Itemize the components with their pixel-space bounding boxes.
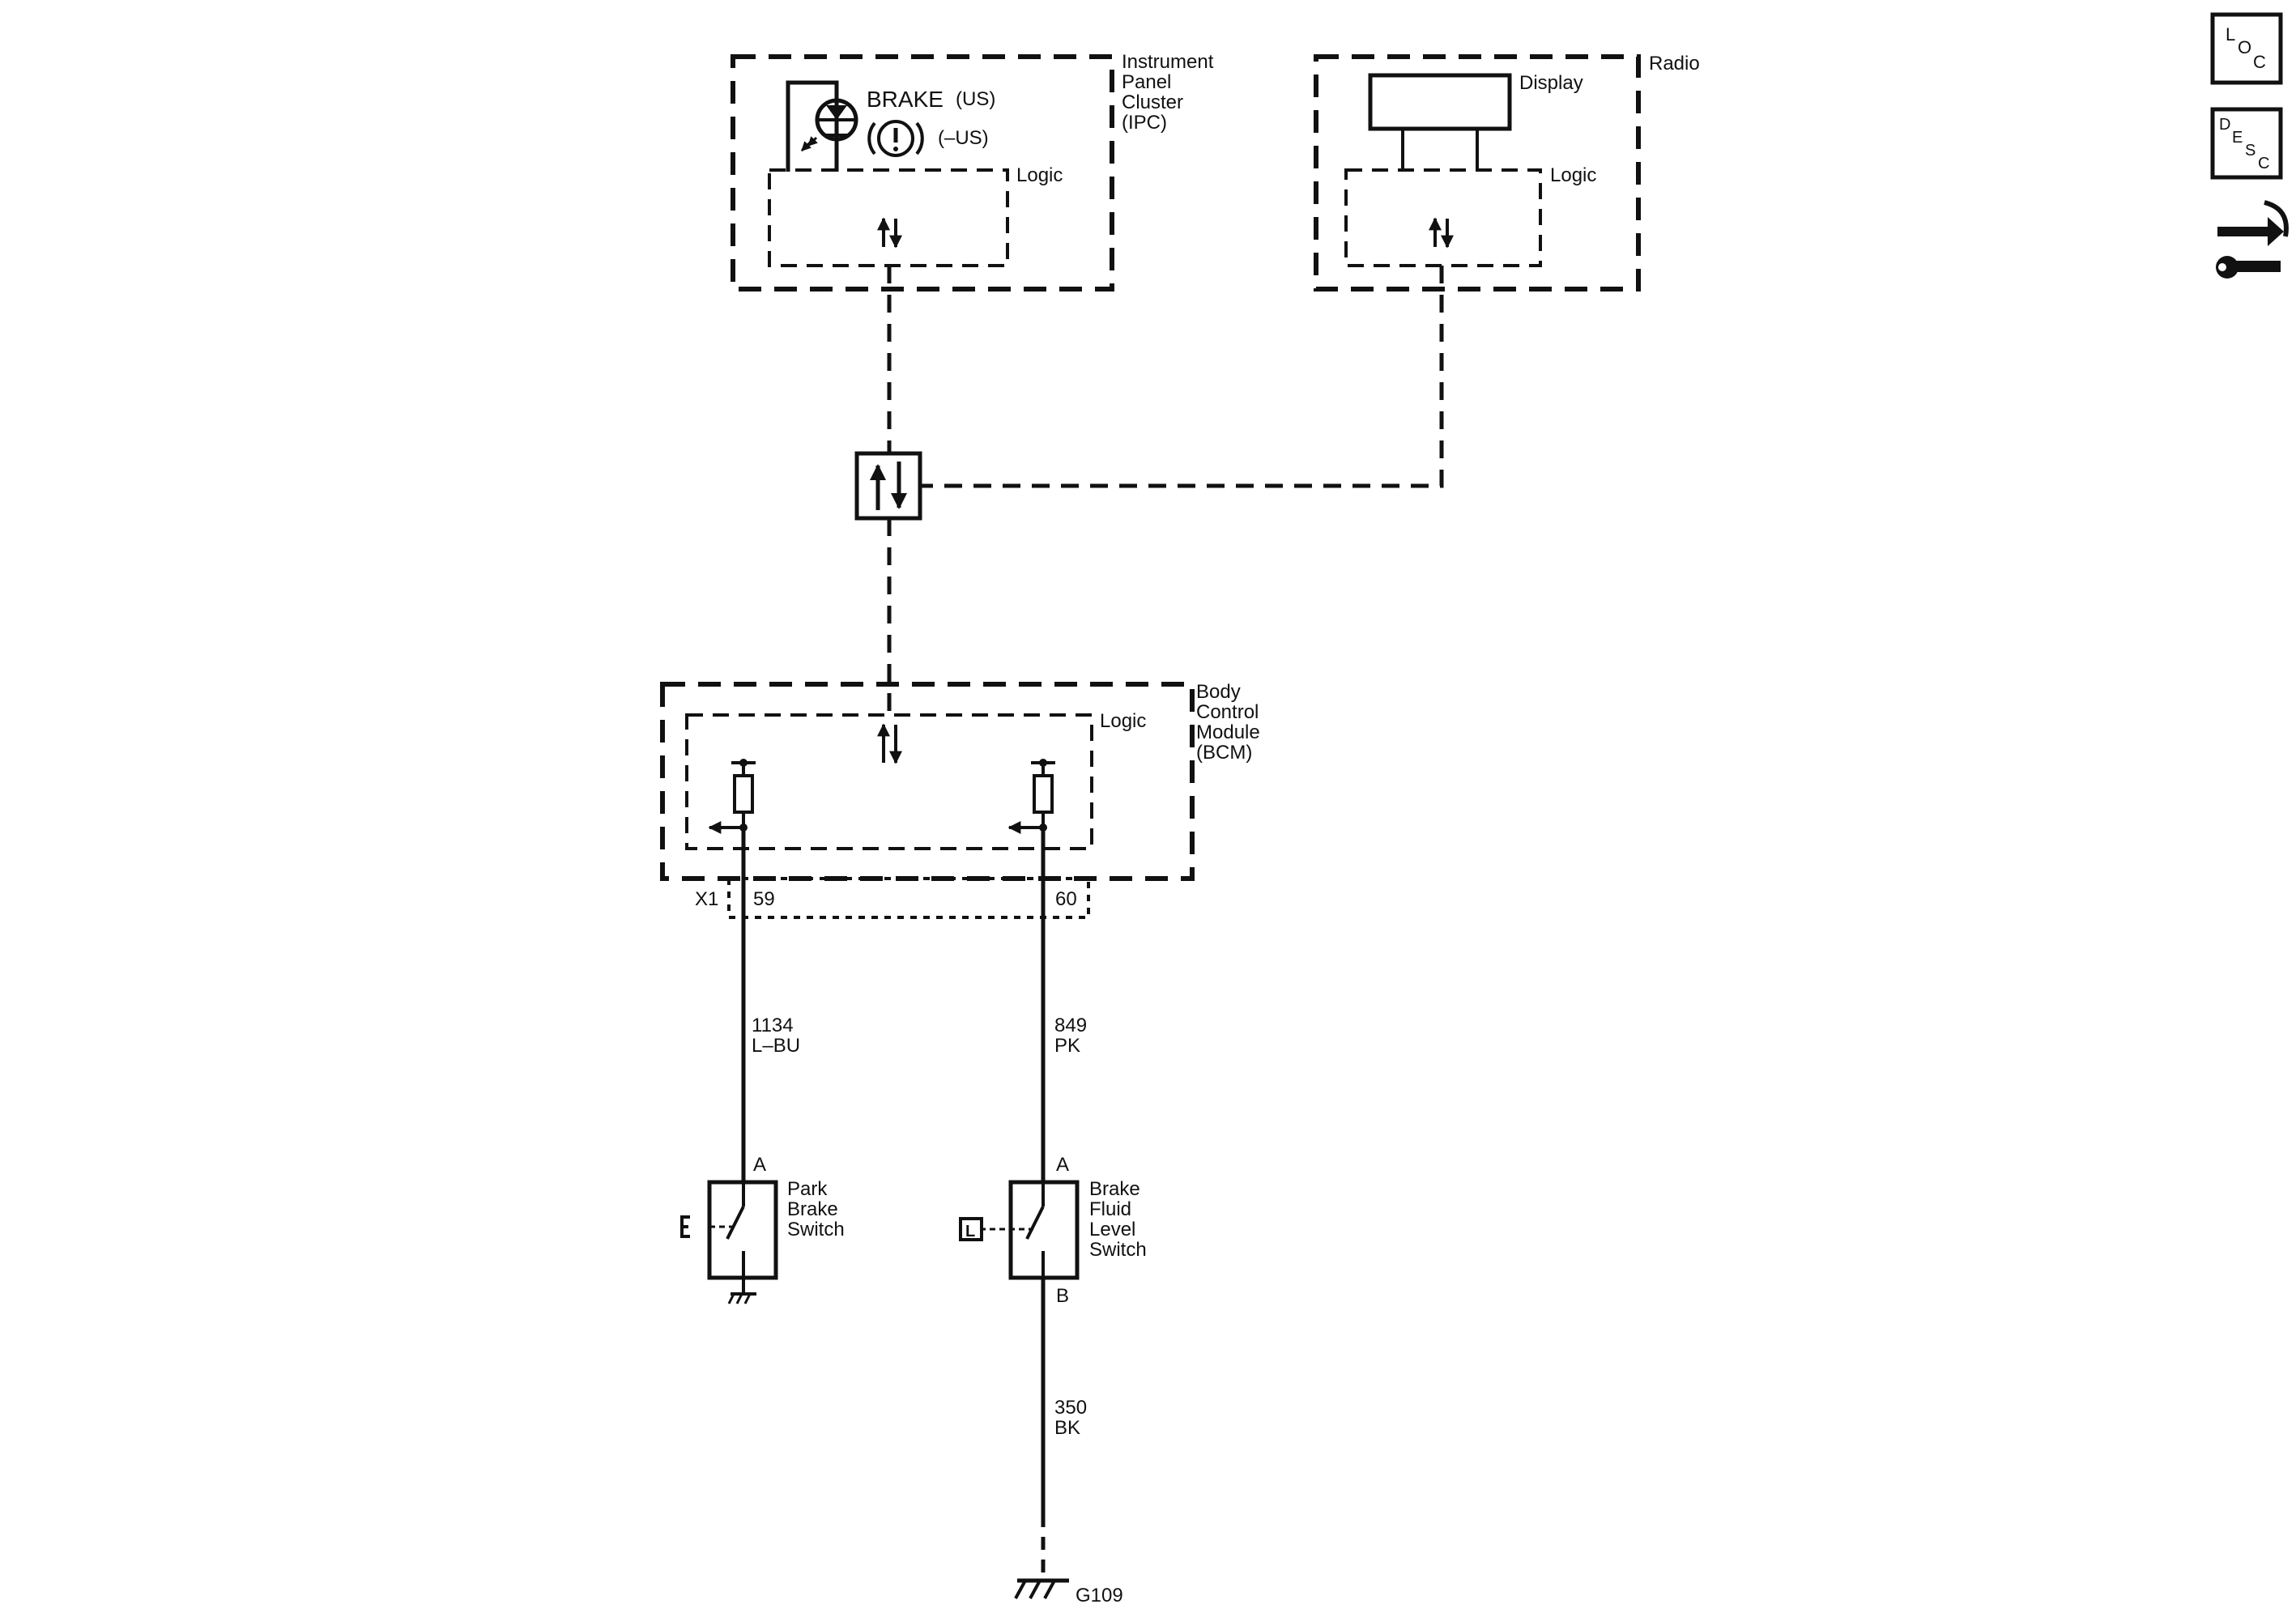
fluid-input-pullup-icon — [1007, 759, 1055, 834]
connector-x1-label: X1 — [695, 888, 718, 910]
fluid-switch-contact-icon — [980, 1182, 1045, 1278]
bcm-connector-x1 — [727, 877, 1090, 919]
desc-icon[interactable] — [2210, 107, 2283, 180]
ground-circuit-number: 350 — [1054, 1397, 1087, 1419]
park-brake-circuit: 1134 L–BU — [741, 828, 800, 1182]
park-switch-pin-a: A — [753, 1154, 766, 1176]
park-switch-contact-icon — [709, 1182, 745, 1278]
desc-icon-letter-c: C — [2258, 155, 2269, 172]
bcm-logic-label: Logic — [1100, 710, 1146, 732]
data-link-arrows-icon — [870, 462, 907, 510]
park-circuit-number: 1134 — [752, 1015, 794, 1036]
loc-icon-letter-c: C — [2253, 52, 2266, 72]
brake-warning-symbol-icon — [867, 120, 924, 157]
radio-module: Radio Display Logic — [1314, 53, 1700, 291]
serial-data-network — [854, 266, 1444, 713]
loc-icon-letter-o: O — [2238, 37, 2251, 57]
brake-lamp-icon — [786, 80, 858, 172]
radio-data-arrows-icon — [1429, 217, 1454, 249]
brake-fluid-level-switch: A L B Brake Fluid Level Switch — [959, 1154, 1147, 1307]
ground-g109-icon — [1014, 1578, 1069, 1599]
park-switch-actuator-icon — [680, 1215, 690, 1238]
radio-logic-label: Logic — [1550, 164, 1596, 186]
location-view-button[interactable]: L O C — [2210, 12, 2283, 85]
park-switch-case-ground-icon — [727, 1278, 756, 1304]
brake-lamp-label: BRAKE — [867, 87, 944, 112]
desc-icon-letter-e: E — [2232, 129, 2243, 147]
service-connector-icon[interactable] — [2216, 200, 2289, 279]
ground-g109-label: G109 — [1076, 1585, 1123, 1606]
fluid-circuit-number: 849 — [1054, 1015, 1087, 1036]
radio-display-label: Display — [1519, 72, 1583, 94]
fluid-switch-pin-b: B — [1056, 1285, 1069, 1307]
bcm-outline — [660, 682, 1195, 881]
ground-circuit: 350 BK G109 — [1014, 1278, 1123, 1606]
fluid-switch-label: Brake Fluid Level Switch — [1089, 1178, 1147, 1261]
radio-display — [1368, 73, 1512, 131]
bcm-label: Body Control Module (BCM) — [1196, 681, 1265, 764]
ground-circuit-color: BK — [1054, 1417, 1080, 1439]
ipc-data-arrows-icon — [877, 217, 902, 249]
radio-outline — [1314, 54, 1641, 291]
bcm-logic-box — [685, 713, 1093, 850]
loc-icon-letter-l: L — [2226, 24, 2235, 45]
pin-59-label: 59 — [753, 888, 775, 910]
brake-lamp-us-label: (US) — [956, 88, 995, 110]
bcm-data-arrows-icon — [877, 723, 902, 764]
radio-logic-box — [1344, 168, 1542, 267]
description-view-button[interactable]: D E S C — [2210, 107, 2283, 180]
loc-icon[interactable] — [2210, 12, 2283, 85]
pin-60-label: 60 — [1055, 888, 1077, 910]
ipc-module: Instrument Panel Cluster (IPC) BRAKE (US… — [731, 51, 1219, 291]
fluid-circuit-color: PK — [1054, 1035, 1080, 1057]
fluid-switch-marker-letter: L — [965, 1223, 975, 1240]
data-link-box — [854, 451, 922, 521]
fluid-switch-level-marker-icon: L — [959, 1217, 983, 1241]
fluid-level-circuit: 849 PK — [1041, 828, 1087, 1182]
radio-label: Radio — [1649, 53, 1700, 74]
ipc-logic-box — [768, 168, 1009, 267]
desc-icon-letter-s: S — [2245, 142, 2256, 160]
fluid-switch-pin-a: A — [1056, 1154, 1069, 1176]
park-circuit-color: L–BU — [752, 1035, 800, 1057]
park-switch-label: Park Brake Switch — [787, 1178, 845, 1240]
brake-symbol-non-us-label: (–US) — [938, 127, 989, 149]
park-input-pullup-icon — [708, 759, 756, 834]
ipc-outline — [731, 54, 1114, 291]
ipc-logic-label: Logic — [1016, 164, 1063, 186]
ipc-label: Instrument Panel Cluster (IPC) — [1122, 51, 1219, 134]
park-brake-switch: A Park Brake Switch — [680, 1154, 845, 1304]
bcm-module: Body Control Module (BCM) Logic — [660, 681, 1265, 919]
desc-icon-letter-d: D — [2219, 116, 2230, 134]
